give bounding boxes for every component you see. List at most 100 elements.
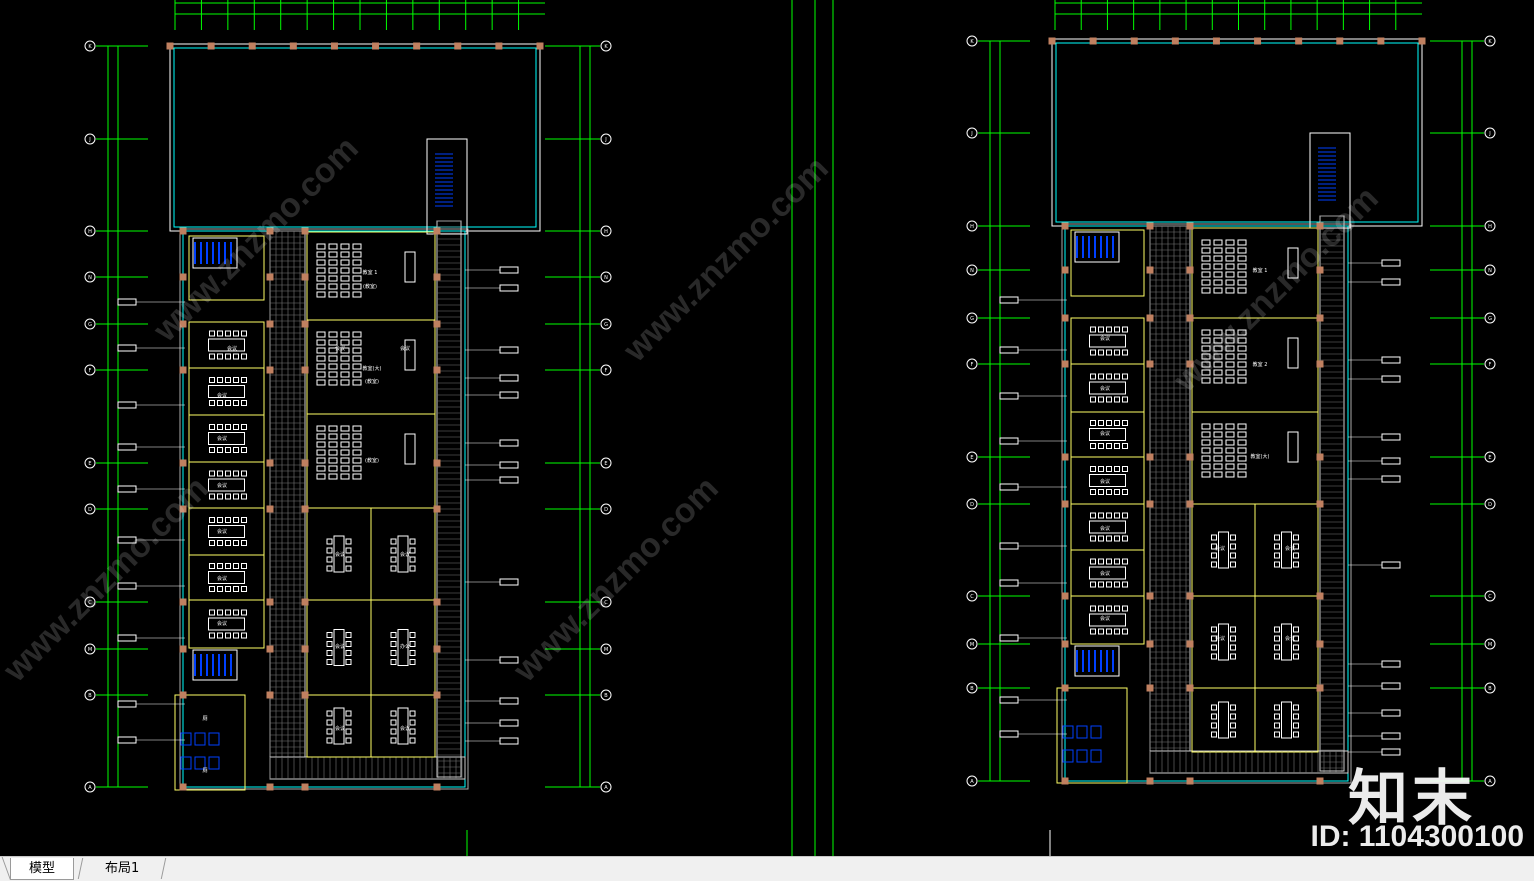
desk [1225,463,1235,470]
desk [1201,345,1211,352]
desk [352,355,362,362]
axis-bubble [1484,775,1496,787]
tab-model[interactable]: 模型 [10,858,74,880]
meeting-table [333,707,345,745]
desk [1213,431,1223,438]
chair [326,650,333,656]
meeting-table [1218,531,1229,569]
tab-layout1[interactable]: 布局1 [77,858,167,879]
toilet-block [1056,687,1128,784]
callout-tag [499,656,519,664]
chair [1293,543,1299,550]
chair [1122,396,1128,403]
hall-outline [169,43,541,232]
chair [1098,628,1104,635]
desk [1201,439,1211,446]
chair [241,470,247,477]
chair [1098,326,1104,333]
chair [326,565,333,572]
chair [217,447,223,453]
desk [1201,361,1211,368]
axis-bubble [84,596,96,608]
chair [390,710,397,717]
column [413,42,421,50]
chair [1122,628,1128,635]
layout-tab-bar: 模型 布局1 [0,856,1534,881]
chair [241,586,247,592]
callout-tag [499,374,519,382]
column [179,505,187,513]
desk [316,441,326,448]
chair [209,353,215,360]
column [1254,37,1262,45]
meeting-table [208,525,245,538]
desk [352,347,362,354]
column [1146,640,1154,648]
chair [1293,552,1299,559]
chair [1211,543,1217,550]
axis-label: J [88,137,90,143]
column [433,598,441,606]
column [1061,777,1069,785]
chair [209,540,215,546]
chair [233,586,239,592]
chair [225,563,231,569]
desk [340,331,350,338]
column [1186,777,1194,785]
lectern [1287,247,1299,279]
desk [328,441,338,448]
column [1316,640,1324,648]
chair [1293,534,1299,541]
axis-label: F [89,368,92,374]
chair [326,632,333,638]
room-label: 会议 [1100,385,1110,392]
desk [340,441,350,448]
desk [340,371,350,378]
column [301,227,309,235]
callout-tag [999,696,1019,704]
callout-tag [117,536,137,544]
desk [352,331,362,338]
desk [1201,423,1211,430]
desk [340,283,350,290]
column [1146,222,1154,230]
chair [1293,731,1299,738]
desk [1201,455,1211,462]
chair [1090,628,1096,635]
desk [316,425,326,432]
chair [1090,605,1096,612]
chair [390,641,397,647]
axis-bubble [84,503,96,515]
chair [233,470,239,477]
desk [352,371,362,378]
room-label: 会议 [400,725,410,732]
axis-bubble [84,781,96,793]
chair [1098,535,1104,542]
column [372,42,380,50]
west-room [188,599,265,649]
desk [1213,263,1223,270]
axis-bubble [1484,590,1496,602]
chair [1211,731,1217,738]
chair [225,609,231,616]
chair [1106,373,1112,380]
room-label: 办公 [400,643,410,650]
chair [1090,373,1096,380]
desk [316,339,326,346]
bottom-corridor [269,756,466,780]
column [330,42,338,50]
callout-tag [117,700,137,708]
chair [1122,535,1128,542]
axis-label: K [88,44,92,50]
chair [1114,605,1120,612]
desk [1213,471,1223,478]
axis-bubble [600,225,612,237]
column [1336,37,1344,45]
desk [352,283,362,290]
west-stair [1074,231,1120,263]
chair [217,632,223,639]
chair [1106,628,1112,635]
desk [1213,377,1223,384]
chair [209,563,215,569]
